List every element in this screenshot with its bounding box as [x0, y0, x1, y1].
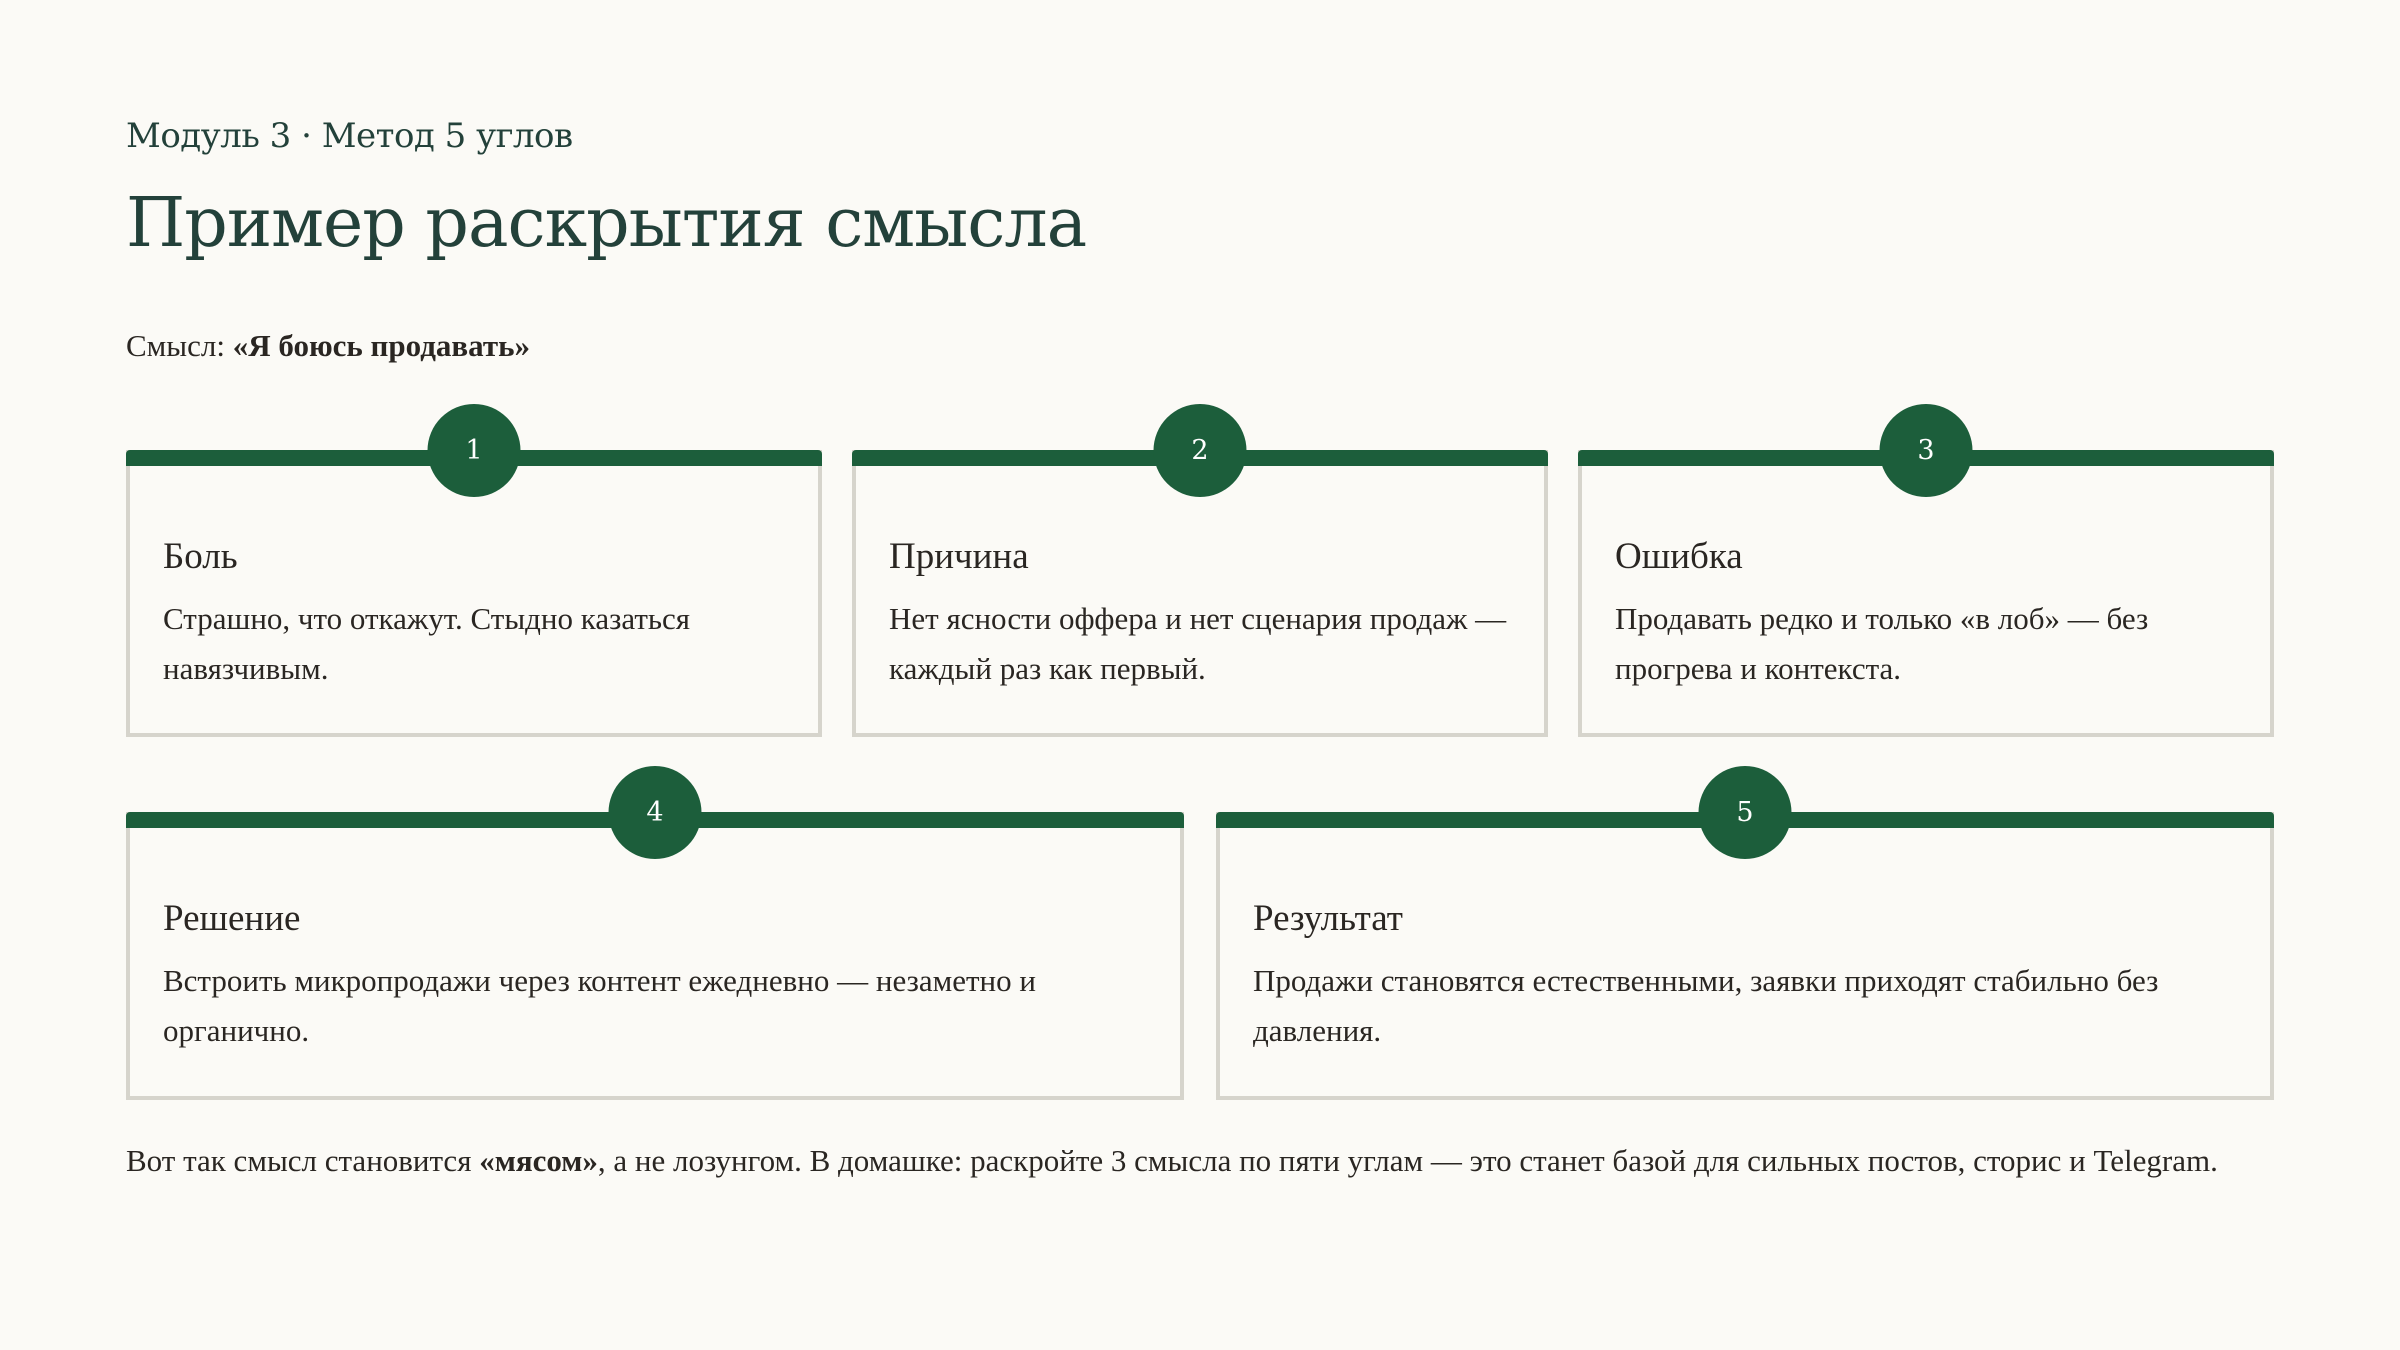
- meaning-label: Смысл:: [126, 328, 233, 363]
- summary-part: , а не лозунгом. В домашке: раскройте 3 …: [597, 1143, 2218, 1178]
- angles-row-1: 1 Боль Страшно, что откажут. Стыдно каза…: [126, 404, 2274, 737]
- angle-card-cause: 2 Причина Нет ясности оффера и нет сцена…: [852, 404, 1548, 737]
- page-title: Пример раскрытия смысла: [126, 184, 1087, 263]
- step-number-badge: 5: [1698, 766, 1792, 859]
- slide: Модуль 3 · Метод 5 углов Пример раскрыти…: [126, 0, 2274, 1350]
- card-body: Встроить микропродажи через контент ежед…: [163, 963, 1036, 1048]
- card-title: Боль: [163, 536, 238, 577]
- card-title: Ошибка: [1615, 536, 1743, 577]
- angle-card-solution: 4 Решение Встроить микропродажи через ко…: [126, 766, 1184, 1100]
- summary-emphasis: «мясом»: [479, 1143, 598, 1178]
- angle-card-mistake: 3 Ошибка Продавать редко и только «в лоб…: [1578, 404, 2274, 737]
- card-body: Продавать редко и только «в лоб» — без п…: [1615, 601, 2149, 686]
- card-title: Результат: [1253, 898, 1403, 939]
- card-body: Страшно, что откажут. Стыдно казаться на…: [163, 601, 691, 686]
- meaning-value: «Я боюсь продавать»: [232, 328, 530, 363]
- angle-card-pain: 1 Боль Страшно, что откажут. Стыдно каза…: [126, 404, 822, 737]
- card-title: Причина: [889, 536, 1029, 577]
- step-number-badge: 3: [1879, 404, 1973, 497]
- module-kicker: Модуль 3 · Метод 5 углов: [126, 116, 573, 156]
- card-title: Решение: [163, 898, 301, 939]
- angle-card-result: 5 Результат Продажи становятся естествен…: [1216, 766, 2274, 1100]
- meaning-line: Смысл: «Я боюсь продавать»: [126, 326, 530, 366]
- summary-text: Вот так смысл становится «мясом», а не л…: [126, 1136, 2274, 1186]
- card-body: Нет ясности оффера и нет сценария продаж…: [889, 601, 1507, 686]
- angles-row-2: 4 Решение Встроить микропродажи через ко…: [126, 766, 2274, 1100]
- step-number-badge: 2: [1153, 404, 1247, 497]
- step-number-badge: 4: [608, 766, 702, 859]
- card-body: Продажи становятся естественными, заявки…: [1253, 963, 2159, 1048]
- summary-part: Вот так смысл становится: [126, 1143, 480, 1178]
- step-number-badge: 1: [427, 404, 521, 497]
